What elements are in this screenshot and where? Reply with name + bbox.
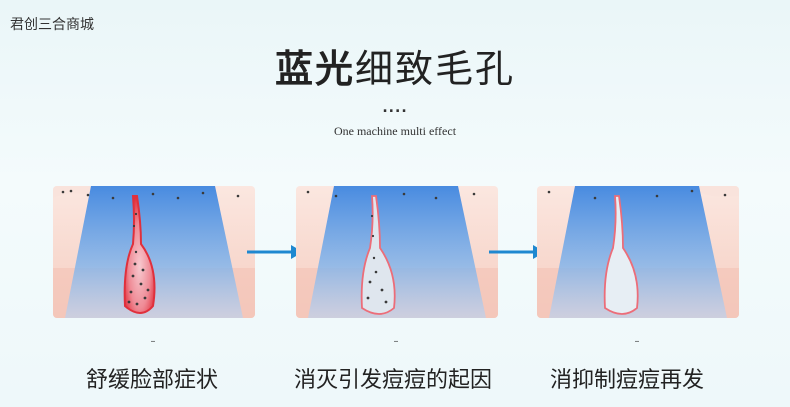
store-name: 君创三合商城 bbox=[10, 17, 94, 33]
step-2-caption: 消灭引发痘痘的起因 bbox=[294, 368, 493, 393]
arrow-right-icon bbox=[247, 245, 303, 259]
title-bold: 蓝光 bbox=[274, 47, 355, 91]
step-3-dash: – bbox=[634, 336, 640, 347]
step-2-dash: – bbox=[393, 336, 399, 347]
title-regular: 细致毛孔 bbox=[355, 47, 516, 91]
step-3-caption: 消抑制痘痘再发 bbox=[550, 368, 705, 393]
title-dots: .... bbox=[382, 100, 408, 116]
subtitle: One machine multi effect bbox=[333, 124, 457, 138]
step-1-caption: 舒缓脸部症状 bbox=[86, 368, 219, 393]
step-1-dash: – bbox=[150, 336, 156, 347]
page-title: 蓝光细致毛孔 bbox=[0, 38, 790, 93]
step-1-illustration bbox=[53, 186, 255, 318]
step-3-illustration bbox=[537, 186, 739, 318]
step-2-illustration bbox=[296, 186, 498, 318]
